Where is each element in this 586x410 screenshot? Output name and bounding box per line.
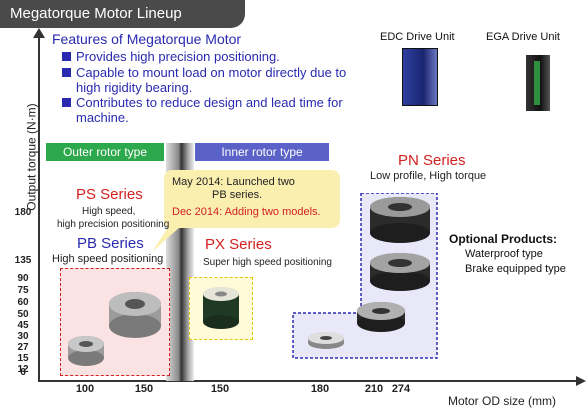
px-series-title: PX Series (205, 236, 272, 253)
outer-rotor-band: Outer rotor type (46, 143, 164, 161)
ega-drive-unit-image (526, 55, 550, 111)
y-tick-label: 135 (14, 255, 32, 266)
px-series-box (189, 277, 253, 340)
ps-series-title: PS Series (76, 186, 143, 203)
bullet-square-icon (62, 98, 71, 107)
callout-line: Dec 2014: Adding two models. (172, 206, 321, 218)
ega-drive-unit-label: EGA Drive Unit (486, 31, 560, 43)
feature-line: Contributes to reduce design and lead ti… (76, 95, 343, 110)
y-tick-label: 30 (17, 331, 29, 342)
x-tick-label: 150 (210, 383, 230, 395)
y-axis-label: Output torque (N·m) (24, 103, 39, 211)
callout-line: May 2014: Launched two (172, 176, 295, 188)
pn-series-desc: Low profile, High torque (370, 170, 487, 182)
optional-product-item: Waterproof type (465, 248, 543, 260)
bullet-square-icon (62, 68, 71, 77)
feature-line: machine. (76, 110, 129, 125)
inner-rotor-band: Inner rotor type (195, 143, 329, 161)
pb-series-title: PB Series (77, 235, 144, 252)
y-tick-label: 27 (17, 342, 29, 353)
x-tick-label: 180 (310, 383, 330, 395)
bullet-square-icon (62, 52, 71, 61)
announcement-callout (164, 170, 340, 228)
feature-line: Capable to mount load on motor directly … (76, 65, 347, 80)
optional-product-item: Brake equipped type (465, 263, 566, 275)
y-tick-label: 15 (17, 353, 29, 364)
y-tick-label: 90 (17, 273, 29, 284)
callout-pointer (152, 218, 190, 252)
y-tick-label: 45 (17, 320, 29, 331)
pn-series-title: PN Series (398, 152, 466, 169)
ps-series-desc: High speed, (82, 206, 136, 217)
y-tick-label: 60 (17, 297, 29, 308)
y-axis-line (38, 35, 40, 382)
feature-item: Contributes to reduce design and lead ti… (62, 95, 343, 110)
y-tick-label: 6 (20, 367, 26, 378)
callout-line: PB series. (212, 189, 263, 201)
pb-series-box (60, 268, 170, 376)
x-axis-line (38, 380, 582, 382)
y-tick-label: 75 (17, 285, 29, 296)
px-motor-image (203, 287, 239, 329)
features-heading: Features of Megatorque Motor (52, 31, 242, 47)
optional-products-title: Optional Products: (449, 232, 557, 246)
y-tick-label: 50 (17, 309, 29, 320)
pn-motor-images (292, 192, 438, 359)
x-tick-label: 100 (75, 383, 95, 395)
y-axis-arrow-icon (33, 28, 45, 38)
edc-drive-unit-image (402, 48, 438, 106)
px-series-desc: Super high speed positioning (203, 257, 332, 268)
edc-drive-unit-label: EDC Drive Unit (380, 31, 455, 43)
pn-series-box (291, 192, 439, 363)
x-axis-arrow-icon (576, 376, 586, 386)
feature-item: Capable to mount load on motor directly … (62, 65, 346, 80)
x-axis-label: Motor OD size (mm) (448, 394, 556, 408)
feature-line: high rigidity bearing. (76, 80, 193, 95)
pb-series-desc: High speed positioning (52, 253, 164, 265)
feature-line: Provides high precision positioning. (76, 49, 280, 64)
y-tick-label: 12 (17, 364, 29, 375)
x-tick-label: 274 (391, 383, 411, 395)
feature-item: Provides high precision positioning. (62, 49, 280, 64)
pb-motor-images (68, 292, 161, 366)
y-tick-label: 180 (14, 207, 32, 218)
page-title: Megatorque Motor Lineup (0, 0, 245, 28)
x-tick-label: 150 (134, 383, 154, 395)
x-tick-label: 210 (364, 383, 384, 395)
ps-series-desc: high precision positioning (57, 219, 170, 230)
